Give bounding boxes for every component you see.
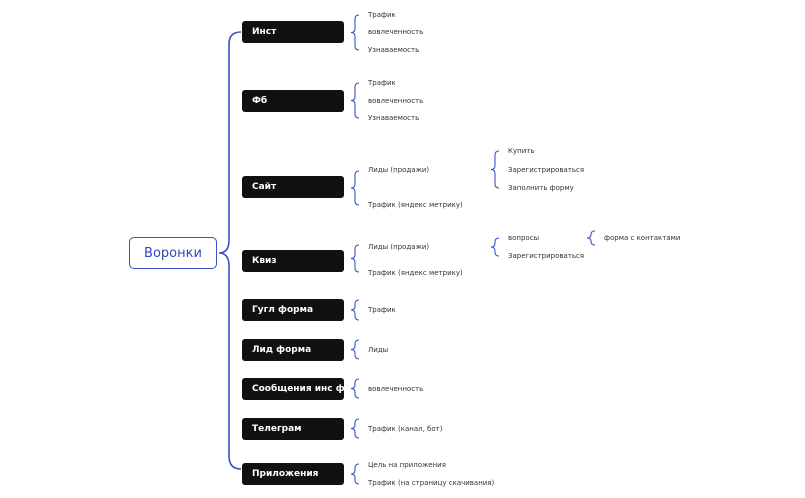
node-messages[interactable]: Сообщения инс фб [242,378,351,400]
leaf-messages-engagement[interactable]: вовлеченность [368,385,424,393]
leaf-site-register[interactable]: Зарегистрироваться [508,166,585,174]
brace-quiz-leads [490,237,500,257]
leaf-site-buy[interactable]: Купить [508,147,535,155]
brace-apps [350,463,360,485]
leaf-inst-engagement[interactable]: вовлеченность [368,28,424,36]
node-apps[interactable]: Приложения [242,463,344,485]
leaf-site-fill-form[interactable]: Заполнить форму [508,184,574,192]
leaf-quiz-questions[interactable]: вопросы [508,234,540,242]
leaf-telegram-traffic[interactable]: Трафик (канал, бот) [368,425,443,433]
root-brace [218,31,242,470]
brace-quiz [350,244,360,273]
leaf-apps-traffic[interactable]: Трафик (на страницу скачивания) [368,479,495,487]
brace-quiz-questions [586,230,596,246]
leaf-fb-traffic[interactable]: Трафик [368,79,396,87]
node-inst[interactable]: Инст [242,21,344,43]
leaf-site-traffic[interactable]: Трафик (яндекс метрику) [368,201,463,209]
node-telegram[interactable]: Телеграм [242,418,344,440]
brace-fb [350,82,360,119]
leaf-inst-traffic[interactable]: Трафик [368,11,396,19]
node-google-form[interactable]: Гугл форма [242,299,344,321]
leaf-inst-awareness[interactable]: Узнаваемость [368,46,420,54]
leaf-quiz-leads[interactable]: Лиды (продажи) [368,243,430,251]
brace-google-form [350,299,360,321]
brace-site [350,170,360,206]
node-site[interactable]: Сайт [242,176,344,198]
leaf-quiz-contact-form[interactable]: форма с контактами [604,234,681,242]
leaf-quiz-register[interactable]: Зарегистрироваться [508,252,585,260]
node-fb[interactable]: Фб [242,90,344,112]
brace-telegram [350,418,360,439]
brace-site-leads [490,150,500,189]
root-node-voronki[interactable]: Воронки [129,237,217,269]
leaf-fb-engagement[interactable]: вовлеченность [368,97,424,105]
leaf-quiz-traffic[interactable]: Трафик (яндекс метрику) [368,269,463,277]
leaf-google-form-traffic[interactable]: Трафик [368,306,396,314]
leaf-lead-form-leads[interactable]: Лиды [368,346,389,354]
leaf-apps-goal[interactable]: Цель на приложения [368,461,446,469]
brace-messages [350,378,360,399]
leaf-site-leads[interactable]: Лиды (продажи) [368,166,430,174]
leaf-fb-awareness[interactable]: Узнаваемость [368,114,420,122]
node-quiz[interactable]: Квиз [242,250,344,272]
brace-lead-form [350,339,360,360]
node-lead-form[interactable]: Лид форма [242,339,344,361]
brace-inst [350,14,360,51]
